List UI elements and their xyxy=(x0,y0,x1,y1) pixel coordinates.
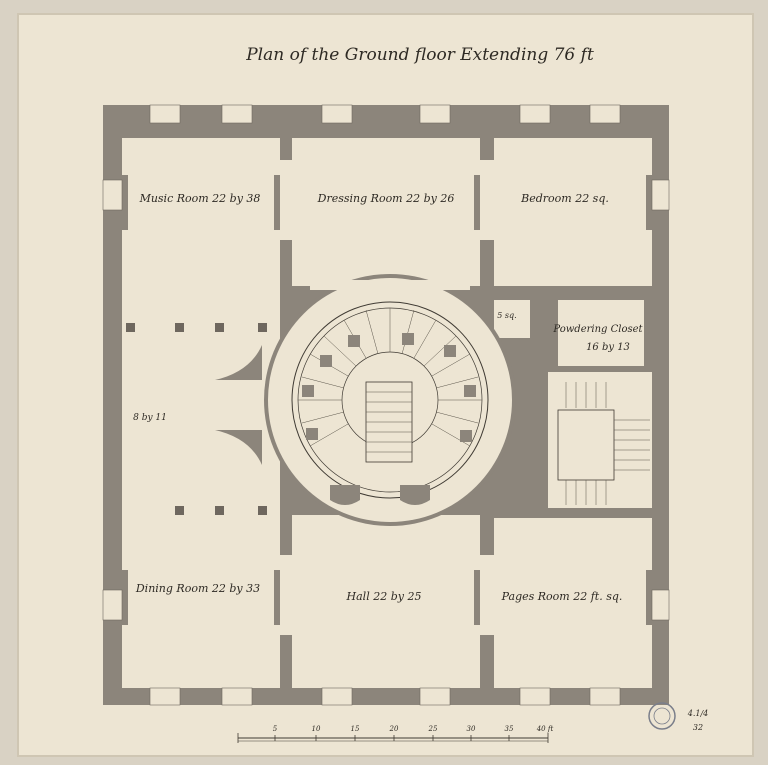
label-powdering-closet: Powdering Closet xyxy=(552,324,643,335)
scale-tick-15: 15 xyxy=(351,725,360,733)
dining-room xyxy=(122,520,280,688)
bedroom xyxy=(494,138,652,286)
scale-tick-25: 25 xyxy=(428,725,438,733)
scale-tick-40: 40 ft xyxy=(536,725,554,733)
label-pages-room: Pages Room 22 ft. sq. xyxy=(501,590,623,603)
pages-room xyxy=(494,518,652,688)
windows xyxy=(102,104,670,706)
label-bedroom: Bedroom 22 sq. xyxy=(520,192,609,205)
music-room xyxy=(122,138,280,316)
scale-bar: 5 10 15 20 25 30 35 40 ft xyxy=(237,725,554,743)
scale-tick-20: 20 xyxy=(389,725,399,733)
collection-stamp xyxy=(648,702,676,730)
scale-tick-5: 5 xyxy=(273,725,278,733)
rooms xyxy=(122,138,652,688)
hall xyxy=(292,515,480,688)
room-labels: Music Room 22 by 38 Dressing Room 22 by … xyxy=(133,192,643,603)
right-stair xyxy=(557,382,650,505)
label-dining-room: Dining Room 22 by 33 xyxy=(135,582,260,595)
scale-tick-35: 35 xyxy=(505,725,514,733)
left-columns xyxy=(126,323,267,515)
small-closet xyxy=(494,300,530,338)
label-music-room: Music Room 22 by 38 xyxy=(139,192,261,205)
paper-edge xyxy=(17,13,754,757)
label-vestibule: 8 by 11 xyxy=(133,413,167,423)
left-passage xyxy=(122,316,280,521)
accession-mark-bottom: 32 xyxy=(693,723,703,732)
scale-tick-10: 10 xyxy=(312,725,321,733)
rotunda-columns xyxy=(302,333,476,505)
dressing-room xyxy=(292,138,480,286)
label-powdering-dims: 16 by 13 xyxy=(586,342,630,353)
wall-returns xyxy=(122,175,652,625)
stair-well xyxy=(291,301,489,499)
scale-tick-30: 30 xyxy=(467,725,476,733)
label-hall: Hall 22 by 25 xyxy=(346,590,422,603)
plan-title: Plan of the Ground floor Extending 76 ft xyxy=(245,45,594,65)
stair-treads xyxy=(298,308,482,447)
accession-mark-top: 4.1/4 xyxy=(687,709,709,718)
powdering-closet xyxy=(558,300,644,366)
label-small-closet: 5 sq. xyxy=(497,311,516,320)
rotunda xyxy=(264,274,516,526)
label-dressing-room: Dressing Room 22 by 26 xyxy=(317,192,455,205)
